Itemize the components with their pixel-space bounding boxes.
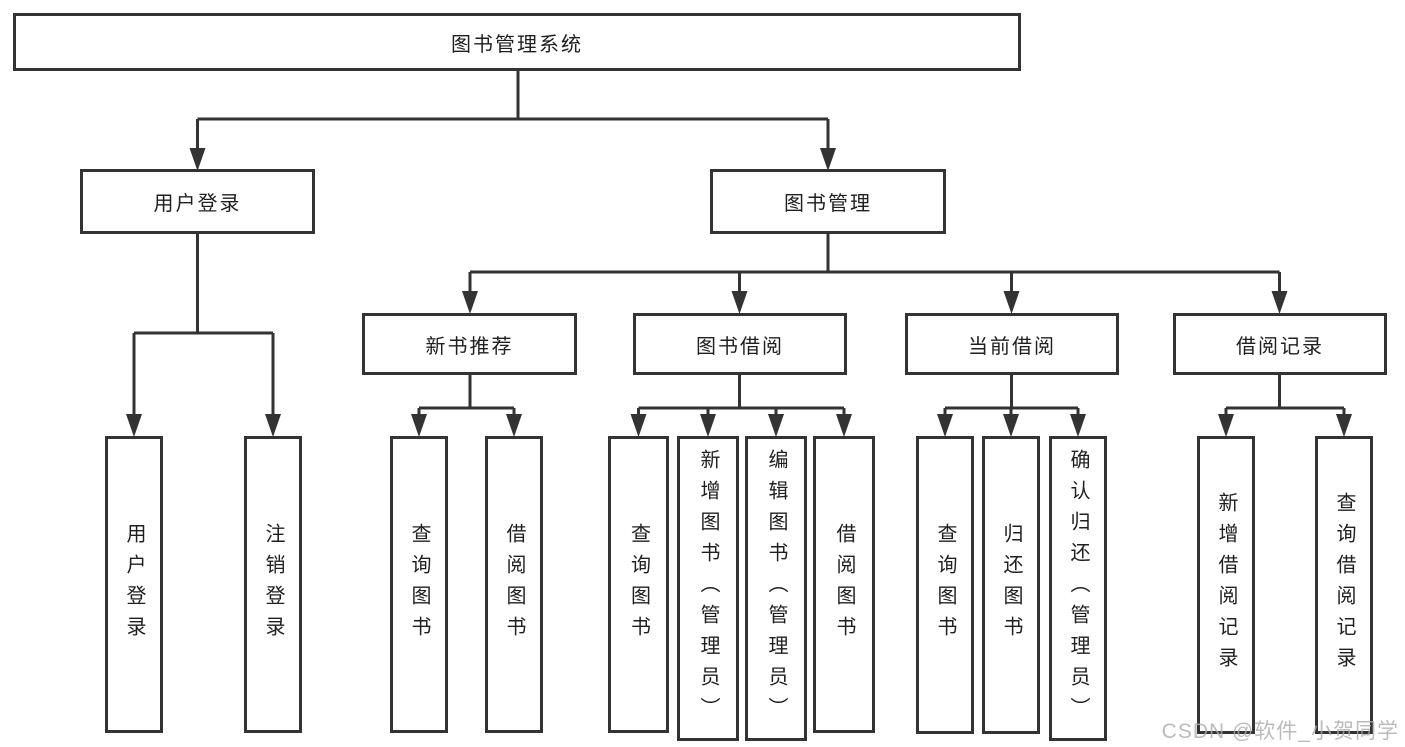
leaf-label: 确认归还（管理员）	[1067, 449, 1089, 728]
leaf-label: 新增借阅记录	[1215, 492, 1237, 678]
leaf-label: 编辑图书（管理员）	[765, 449, 787, 728]
leaf-logout-login: 注销登录	[244, 436, 302, 733]
leaf-borrow-book: 借阅图书	[813, 436, 875, 733]
node-borrow-record: 借阅记录	[1173, 313, 1387, 375]
node-label: 当前借阅	[968, 335, 1056, 358]
leaf-query-book-borrow: 查询图书	[608, 436, 669, 733]
leaf-label: 注销登录	[262, 522, 284, 647]
leaf-label: 查询借阅记录	[1333, 492, 1355, 678]
node-label: 新书推荐	[425, 335, 514, 358]
node-root-system: 图书管理系统	[13, 13, 1021, 71]
node-label: 用户登录	[153, 193, 242, 215]
node-book-management-branch: 图书管理	[710, 169, 946, 234]
leaf-add-book-admin: 新增图书（管理员）	[677, 436, 739, 741]
leaf-label: 新增图书（管理员）	[697, 449, 719, 728]
node-new-book-recommend: 新书推荐	[362, 313, 577, 375]
node-label: 借阅记录	[1236, 335, 1324, 358]
leaf-confirm-return-admin: 确认归还（管理员）	[1049, 436, 1107, 741]
leaf-label: 借阅图书	[833, 522, 855, 647]
leaf-edit-book-admin: 编辑图书（管理员）	[745, 436, 807, 741]
leaf-label: 借阅图书	[503, 522, 525, 647]
leaf-label: 归还图书	[1000, 523, 1022, 647]
node-root-label: 图书管理系统	[451, 33, 583, 56]
arrowhead-icons	[126, 148, 1352, 437]
node-user-login-branch: 用户登录	[80, 169, 315, 234]
leaf-label: 查询图书	[627, 522, 650, 647]
node-label: 图书管理	[784, 193, 872, 215]
leaf-query-book-current: 查询图书	[916, 436, 974, 734]
node-label: 图书借阅	[696, 335, 784, 358]
node-book-borrow: 图书借阅	[633, 313, 847, 375]
leaf-label: 查询图书	[408, 522, 430, 647]
csdn-watermark: CSDN @软件_小贺同学	[1161, 720, 1399, 743]
leaf-query-borrow-record: 查询借阅记录	[1315, 436, 1373, 734]
leaf-borrow-book-recommend: 借阅图书	[485, 436, 543, 733]
leaf-user-login: 用户登录	[105, 436, 163, 733]
leaf-query-book-recommend: 查询图书	[390, 436, 448, 733]
leaf-add-borrow-record: 新增借阅记录	[1197, 436, 1255, 734]
leaf-label: 查询图书	[934, 523, 956, 647]
node-current-borrow: 当前借阅	[905, 313, 1119, 375]
leaf-return-book: 归还图书	[982, 436, 1040, 734]
leaf-label: 用户登录	[123, 522, 145, 647]
